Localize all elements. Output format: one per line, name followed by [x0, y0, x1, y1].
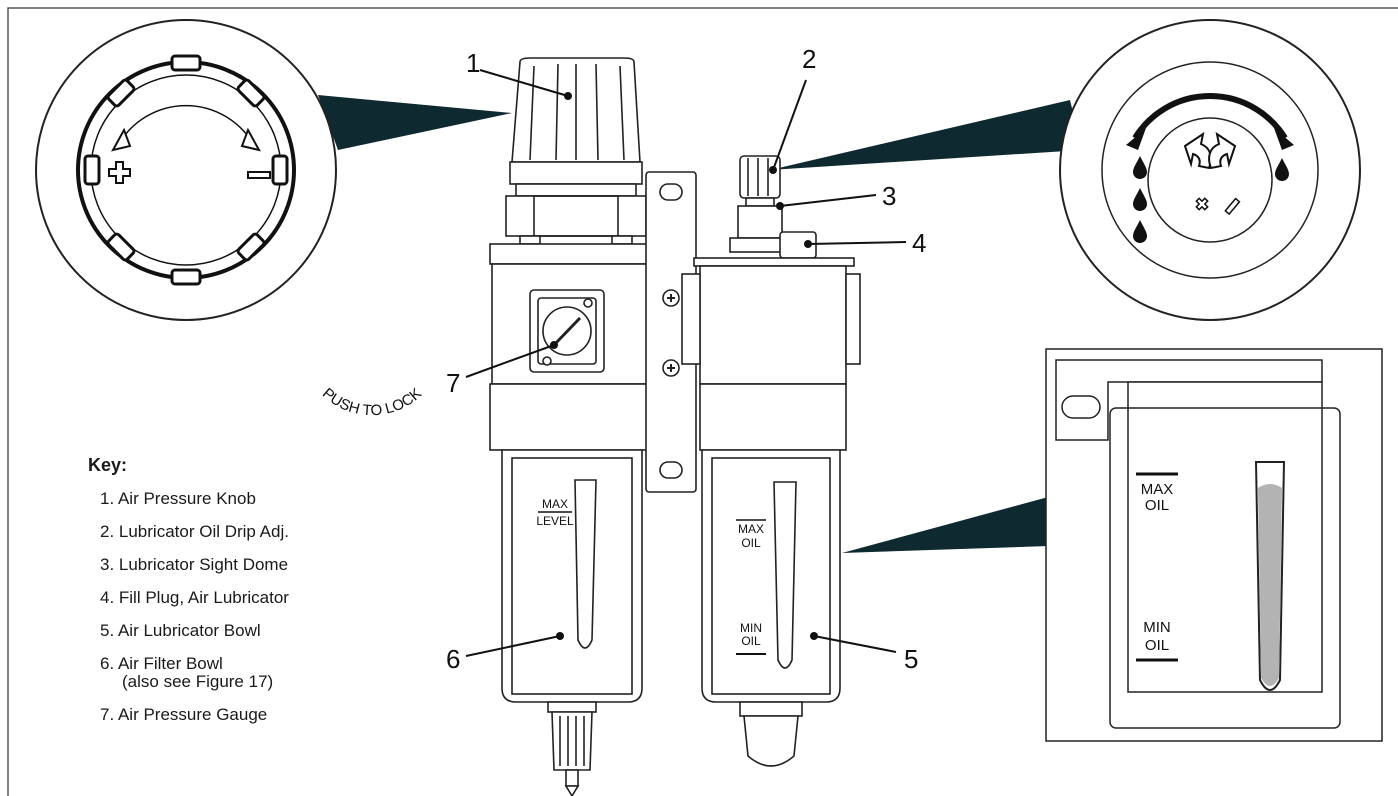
key-item: 5. Air Lubricator Bowl: [100, 622, 289, 640]
key-item-text: 2. Lubricator Oil Drip Adj.: [100, 522, 289, 541]
key-item: 3. Lubricator Sight Dome: [100, 556, 289, 574]
key-item: 6. Air Filter Bowl(also see Figure 17): [100, 655, 289, 691]
max-level-bottom: LEVEL: [536, 514, 574, 528]
callout-1: 1: [466, 48, 480, 78]
bowl-detail-inset: MAX OIL MIN OIL: [1045, 348, 1383, 742]
key-item: 7. Air Pressure Gauge: [100, 706, 289, 724]
key-item-text: 1. Air Pressure Knob: [100, 489, 256, 508]
inset-min-label: MIN: [1143, 619, 1171, 636]
key-legend: Key: 1. Air Pressure Knob 2. Lubricator …: [88, 455, 289, 739]
key-item: 4. Fill Plug, Air Lubricator: [100, 589, 289, 607]
callout-6: 6: [446, 644, 460, 674]
max-level-top: MAX: [542, 497, 568, 511]
max-oil-bottom: OIL: [741, 536, 761, 550]
key-item-note: (also see Figure 17): [122, 672, 274, 691]
figure-frame: [7, 7, 1398, 796]
key-item-text: 5. Air Lubricator Bowl: [100, 621, 261, 640]
callout-3: 3: [882, 181, 896, 211]
drip-detail-inset: [1059, 19, 1361, 321]
min-oil-bottom: OIL: [741, 634, 761, 648]
knob-detail-inset: PUSH TO LOCK: [35, 19, 425, 419]
key-item-text: 7. Air Pressure Gauge: [100, 705, 268, 724]
min-oil-top: MIN: [740, 621, 762, 635]
key-list: 1. Air Pressure Knob 2. Lubricator Oil D…: [88, 490, 289, 724]
inset-max-label: MAX: [1141, 481, 1174, 498]
inset-min-oil-label: OIL: [1145, 637, 1169, 654]
max-oil-top: MAX: [738, 522, 764, 536]
key-item-text: 6. Air Filter Bowl: [100, 654, 223, 673]
callout-4: 4: [912, 228, 926, 258]
knob-detail-pointer: [318, 95, 512, 150]
key-title: Key:: [88, 455, 128, 475]
callout-5: 5: [904, 644, 918, 674]
frl-unit: [489, 57, 861, 796]
knob-lock-text: PUSH TO LOCK: [319, 385, 425, 419]
key-item-text: 4. Fill Plug, Air Lubricator: [100, 588, 289, 607]
key-item-text: 3. Lubricator Sight Dome: [100, 555, 289, 574]
key-item: 1. Air Pressure Knob: [100, 490, 289, 508]
inset-max-oil-label: OIL: [1145, 497, 1169, 514]
key-item: 2. Lubricator Oil Drip Adj.: [100, 523, 289, 541]
callout-2: 2: [802, 44, 816, 74]
drip-detail-pointer: [770, 100, 1082, 170]
leader-lines: [465, 69, 907, 657]
bowl-detail-pointer: [842, 490, 1078, 553]
callout-7: 7: [446, 368, 460, 398]
